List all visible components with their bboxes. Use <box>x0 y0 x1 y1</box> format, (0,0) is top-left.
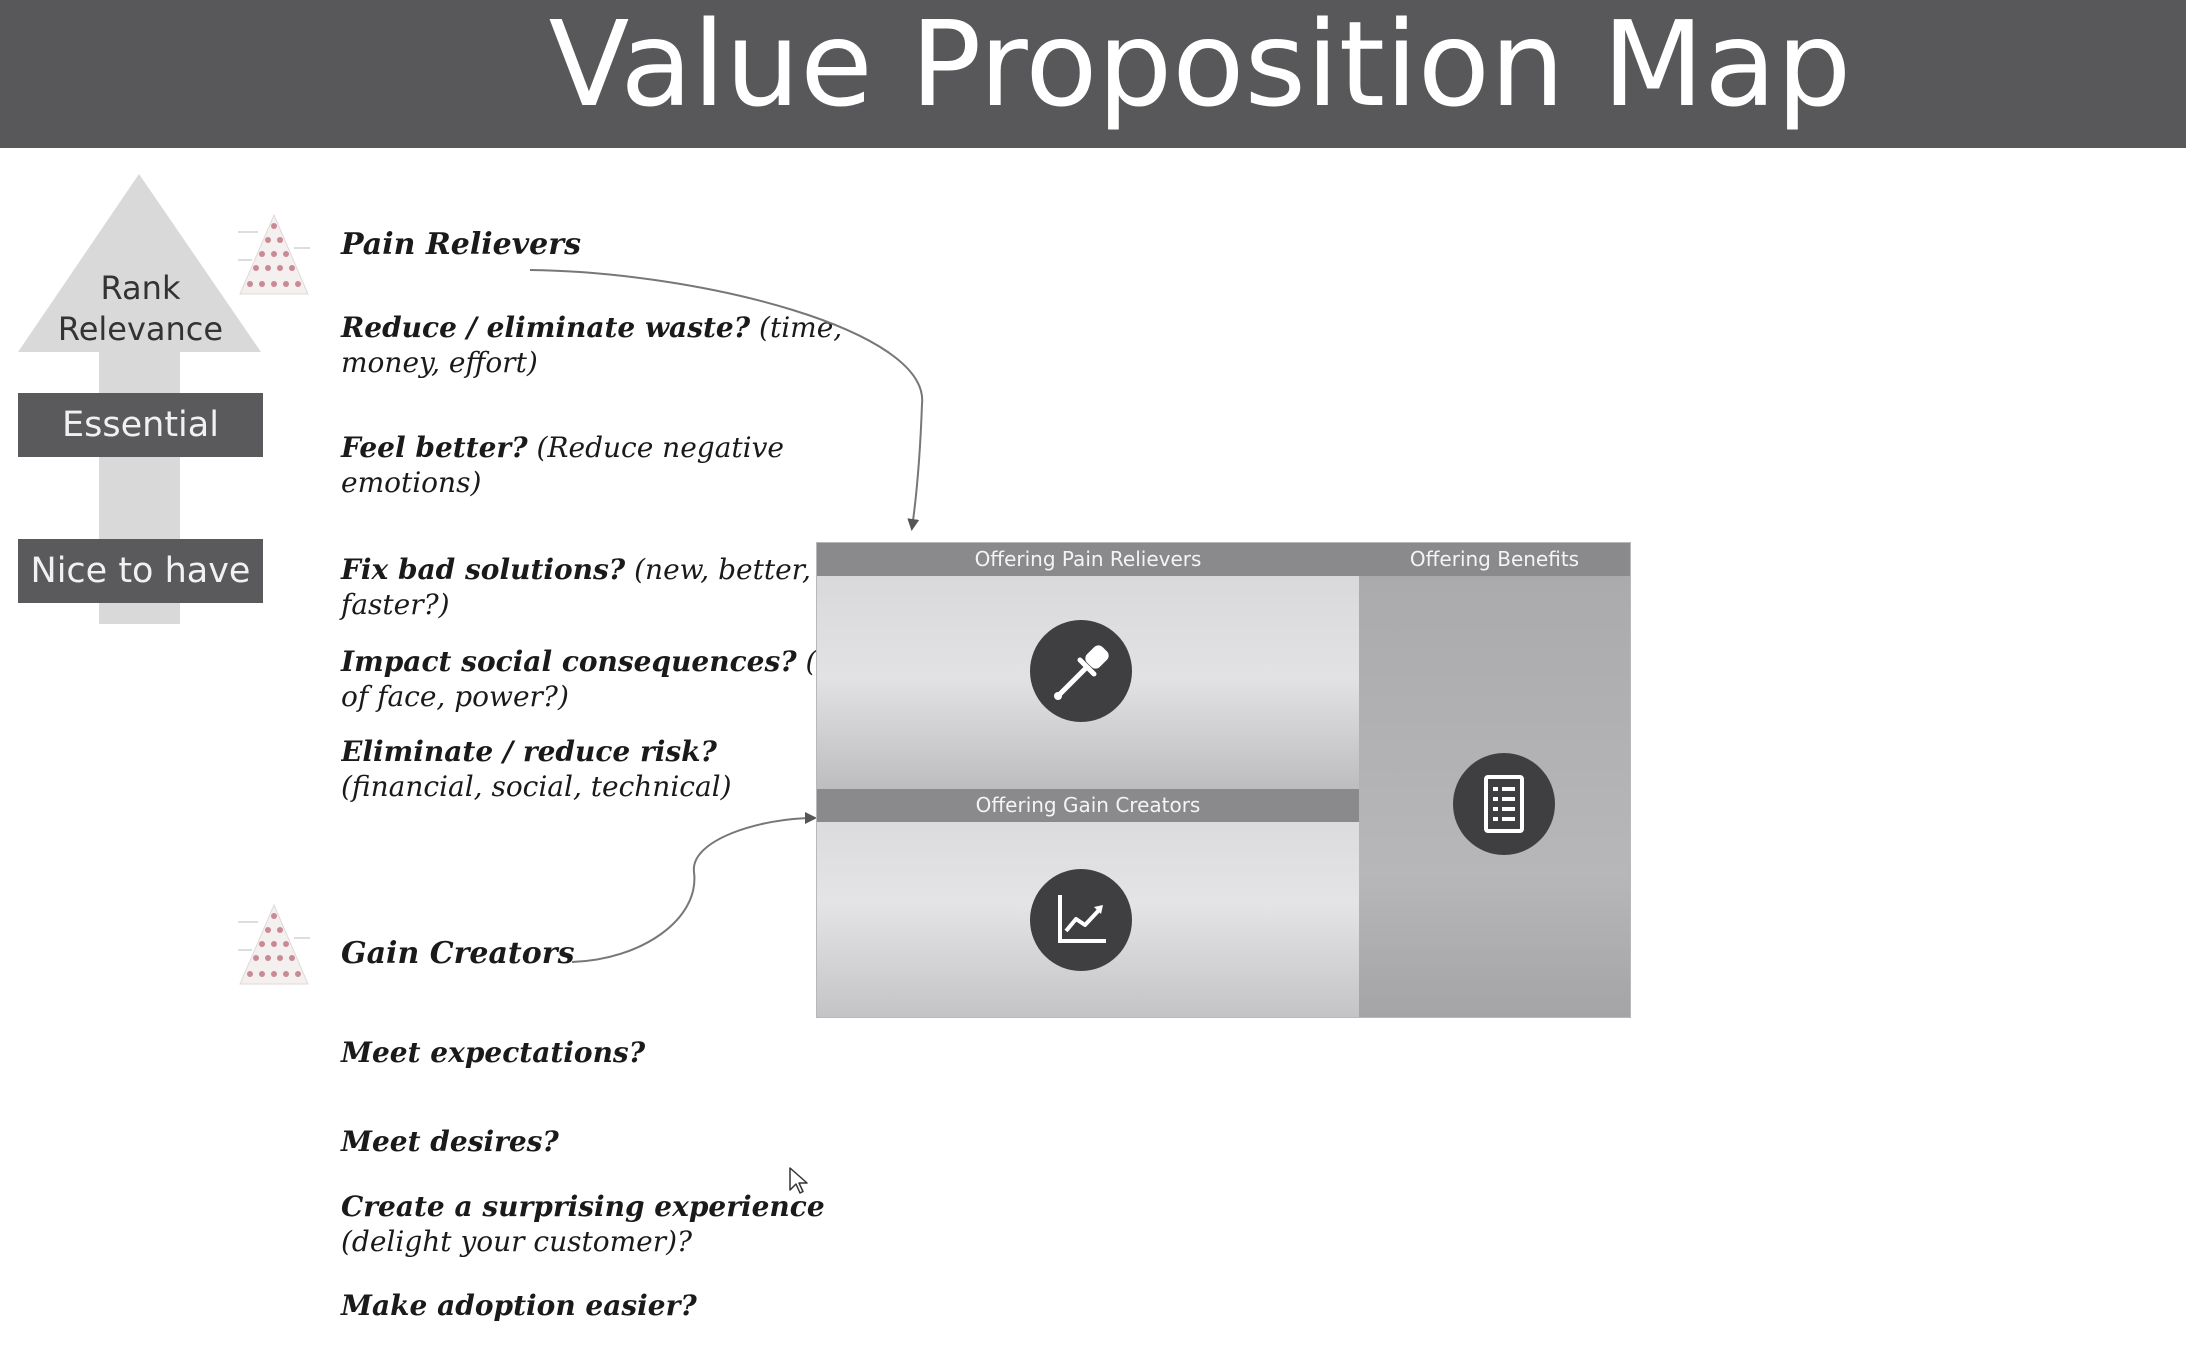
pain-reliever-hint: (Reduce negative emotions) <box>341 431 785 499</box>
gain-creator-item: Make adoption easier? <box>341 1288 871 1323</box>
gain-creators-heading: Gain Creators <box>341 936 575 971</box>
rank-relevance-label: Rank Relevance <box>57 269 224 348</box>
value-proposition-canvas: Offering Pain Relievers Offering Benefit… <box>816 542 1631 1018</box>
offering-gain-creators-header: Offering Gain Creators <box>817 789 1359 822</box>
level-nice-to-have: Nice to have <box>18 539 263 603</box>
mouse-cursor-icon <box>789 1167 808 1194</box>
gain-creator-question: Meet desires? <box>341 1125 559 1158</box>
pyramid-thumbnail-icon <box>238 903 310 985</box>
benefits-panel: Offering Benefits <box>1359 543 1630 1017</box>
pain-reliever-hint: (new, better, faster?) <box>341 553 811 621</box>
pain-reliever-question: Feel better? <box>341 431 528 464</box>
pain-reliever-item: Fix bad solutions? (new, better, faster?… <box>341 552 871 622</box>
pain-relievers-panel: Offering Pain Relievers <box>817 543 1359 789</box>
pain-reliever-hint: (financial, social, technical) <box>341 770 732 803</box>
gain-creator-item: Create a surprising experience (delight … <box>341 1189 871 1259</box>
pain-reliever-item: Feel better? (Reduce negative emotions) <box>341 430 871 500</box>
gain-creators-panel: Offering Gain Creators <box>817 789 1359 1017</box>
pain-reliever-question: Impact social consequences? <box>341 645 797 678</box>
gain-creator-question: Create a surprising experience <box>341 1190 825 1223</box>
pain-relievers-connector <box>529 269 924 531</box>
pain-reliever-question: Eliminate / reduce risk? <box>341 735 717 768</box>
gain-creator-hint: (delight your customer)? <box>341 1225 693 1258</box>
pain-reliever-hint: (time, money, effort) <box>341 311 843 379</box>
list-icon <box>1453 753 1555 855</box>
rank-relevance-scale: Rank Relevance Essential Nice to have <box>18 174 263 624</box>
page-title: Value Proposition Map <box>548 0 1852 133</box>
chart-icon <box>1030 869 1132 971</box>
offering-pain-relievers-header: Offering Pain Relievers <box>817 543 1359 576</box>
dropper-icon <box>1030 620 1132 722</box>
gain-creator-item: Meet desires? <box>341 1124 871 1159</box>
pain-relievers-heading: Pain Relievers <box>341 227 581 262</box>
gain-creator-question: Meet expectations? <box>341 1036 646 1069</box>
level-essential: Essential <box>18 393 263 457</box>
pain-reliever-item: Reduce / eliminate waste? (time, money, … <box>341 310 871 380</box>
title-bar: Value Proposition Map <box>0 0 2186 148</box>
offering-benefits-header: Offering Benefits <box>1359 543 1630 576</box>
pain-reliever-question: Fix bad solutions? <box>341 553 626 586</box>
pain-reliever-item: Eliminate / reduce risk? (financial, soc… <box>341 734 819 806</box>
pain-reliever-question: Reduce / eliminate waste? <box>341 311 751 344</box>
gain-creators-connector <box>571 812 817 963</box>
gain-creator-item: Meet expectations? <box>341 1035 871 1070</box>
pyramid-thumbnail-icon <box>238 213 310 295</box>
gain-creator-question: Make adoption easier? <box>341 1289 697 1322</box>
